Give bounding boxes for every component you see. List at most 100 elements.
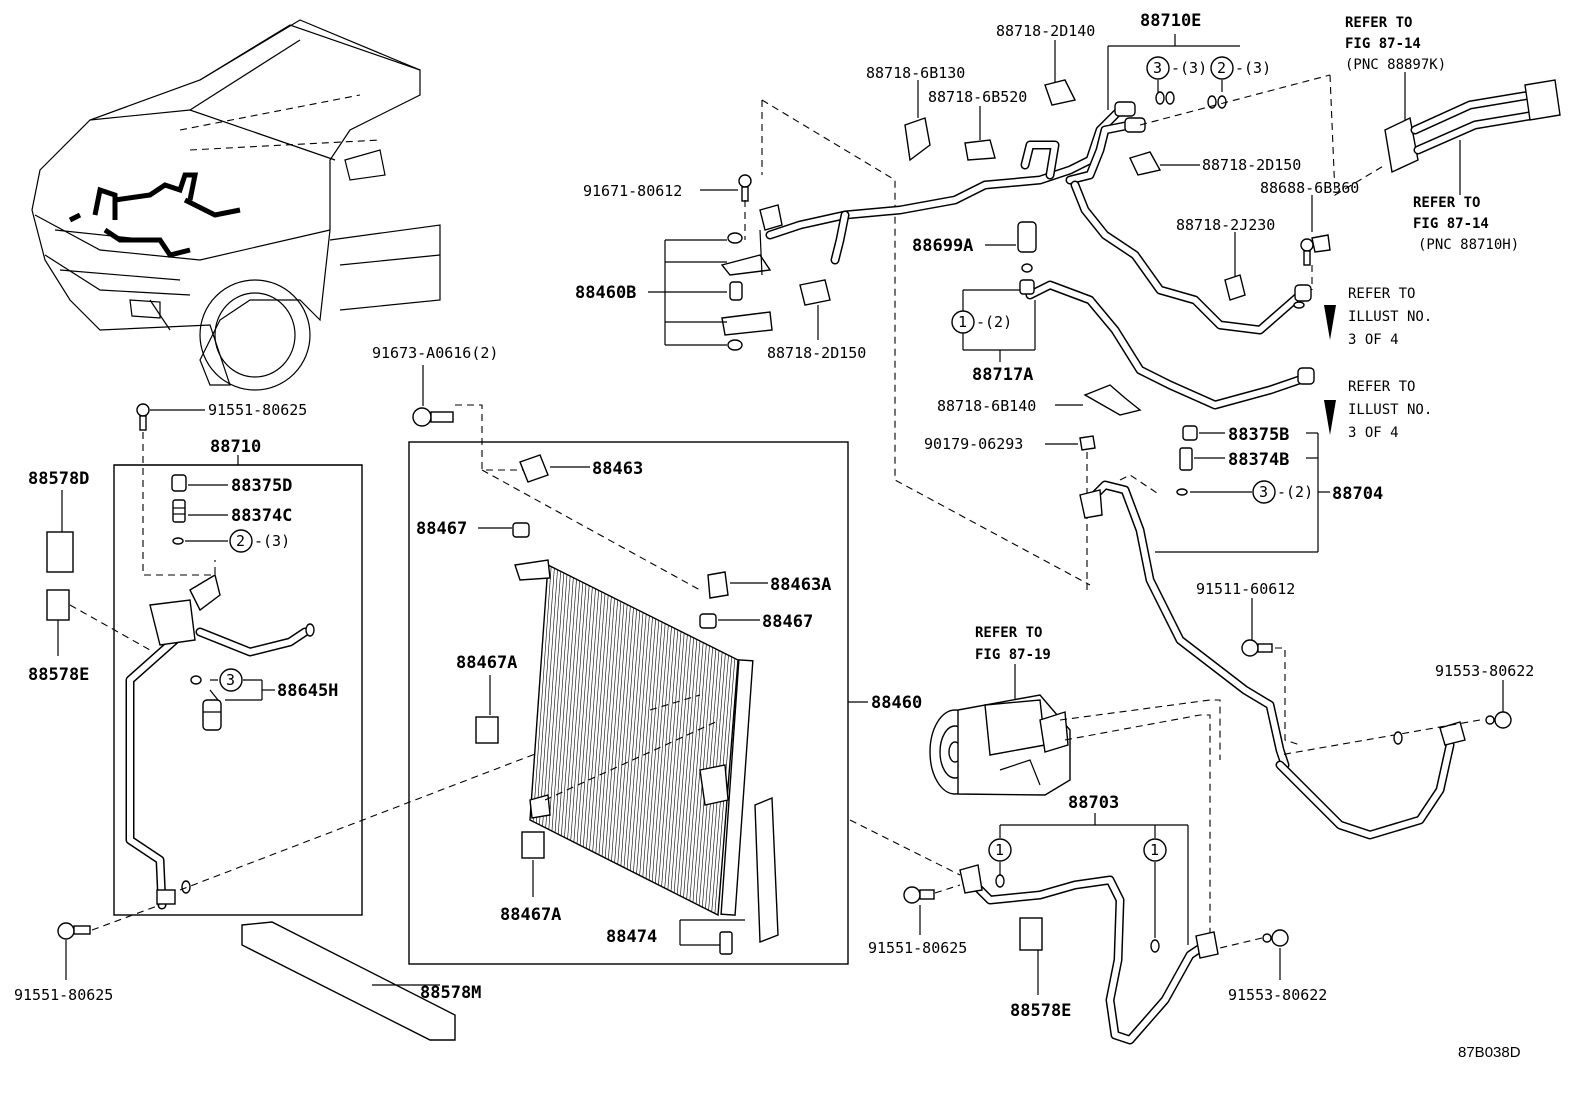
condenser-fin	[532, 566, 552, 822]
condenser-fin	[636, 618, 656, 874]
condenser-fin	[554, 577, 574, 833]
valve-cap-icon	[171, 474, 187, 492]
clamp-icon	[1224, 274, 1246, 301]
bolt-icon	[738, 174, 752, 202]
group-88460: 88460 91673-A0616(2) 88463 88467 88463A …	[372, 344, 922, 965]
callout-circle-2	[229, 529, 253, 553]
label-88463: 88463	[592, 459, 643, 479]
box-88460	[408, 441, 849, 965]
callout-3-qty: -(2)	[1277, 483, 1313, 501]
condenser-fin	[686, 644, 707, 900]
condenser-fin	[683, 642, 704, 898]
cushion-icon	[475, 716, 499, 744]
pad-icon	[46, 531, 74, 573]
callout-circle-3	[1252, 480, 1276, 504]
label-88717A: 88717A	[972, 365, 1033, 385]
condenser-fin	[614, 607, 634, 863]
condenser-fin	[564, 582, 584, 838]
condenser-fin	[604, 602, 625, 859]
bracket-icon	[707, 571, 729, 599]
label-88374C: 88374C	[231, 506, 292, 526]
condenser-fin	[570, 585, 590, 841]
refer-fig-87-14-b: REFER TO FIG 87-14 (PNC 88710H)	[1413, 195, 1519, 253]
callout-2-qty: -(3)	[254, 532, 290, 550]
label-88374B: 88374B	[1228, 450, 1289, 470]
refer-line-3: 3 OF 4	[1348, 332, 1399, 348]
callout-circle-1	[988, 838, 1012, 862]
condenser-fin	[617, 609, 637, 865]
label-88718-6B140: 88718-6B140	[937, 397, 1036, 415]
refer-line-2: FIG 87-19	[975, 647, 1051, 663]
condenser-fin	[586, 593, 606, 849]
side-seal-icon	[754, 796, 779, 944]
callout-1-qty: -(2)	[976, 313, 1012, 331]
label-88710: 88710	[210, 437, 261, 457]
pressure-switch-icon	[1017, 221, 1037, 253]
refer-line-2: FIG 87-14	[1413, 216, 1489, 232]
condenser-fin	[567, 583, 587, 840]
condenser-fin	[573, 587, 593, 843]
condenser-fin	[589, 595, 609, 851]
condenser-fin	[667, 634, 688, 890]
condenser-fin	[670, 636, 691, 892]
label-88463A: 88463A	[770, 575, 831, 595]
clamp-icon	[904, 117, 931, 162]
refer-line-2: FIG 87-14	[1345, 36, 1421, 52]
condenser-fin	[545, 572, 565, 828]
refer-line-1: REFER TO	[1348, 379, 1415, 395]
valve-core-icon	[1179, 447, 1193, 471]
condenser-fin	[623, 612, 644, 868]
refer-fig-87-14-a: REFER TO FIG 87-14 (PNC 88897K)	[1329, 15, 1446, 196]
condenser-fin	[529, 564, 549, 821]
label-88474: 88474	[606, 927, 657, 947]
group-88460B: 91671-80612 88460B 88718-2D150	[575, 174, 866, 362]
clamp-icon	[964, 139, 996, 161]
condenser-fin	[592, 596, 612, 852]
condenser-fin	[655, 628, 675, 884]
pipe-block-icon	[149, 599, 196, 646]
pipe-end-icon	[156, 889, 176, 905]
o-ring-icon	[1176, 488, 1188, 496]
arrow-down-icon	[1324, 305, 1336, 340]
refer-line-3: (PNC 88897K)	[1345, 57, 1446, 73]
label-91673-A0616: 91673-A0616(2)	[372, 344, 498, 362]
callout-circle-3	[219, 668, 243, 692]
refer-line-1: REFER TO	[975, 625, 1042, 641]
bolt-icon	[903, 886, 935, 904]
o-ring-icon	[172, 537, 184, 545]
label-88467A-bottom: 88467A	[500, 905, 561, 925]
clamp-icon	[799, 279, 831, 306]
bolt-icon	[1300, 238, 1314, 266]
nut-icon	[1262, 929, 1289, 947]
label-88375B: 88375B	[1228, 425, 1289, 445]
nut-icon	[1485, 711, 1512, 729]
condenser-fin	[629, 615, 650, 871]
callout-1-number: 1	[958, 313, 967, 331]
vehicle-illustration	[31, 19, 441, 391]
compressor-icon	[929, 694, 1071, 796]
refer-line-3: 3 OF 4	[1348, 425, 1399, 441]
callout-circle-1	[951, 310, 975, 334]
label-88467-top: 88467	[416, 519, 467, 539]
clamp-icon	[1083, 384, 1142, 416]
condenser-fin	[598, 599, 618, 855]
label-88578E-bottom: 88578E	[1010, 1001, 1071, 1021]
condenser-fin	[576, 588, 596, 844]
label-88688-6B360: 88688-6B360	[1260, 179, 1359, 197]
label-91551-80625-mid: 91551-80625	[868, 939, 967, 957]
label-88703: 88703	[1068, 793, 1119, 813]
label-88710E: 88710E	[1140, 11, 1201, 31]
callout-circle-3	[1146, 56, 1170, 80]
cushion-icon	[512, 522, 530, 538]
condenser-fin	[661, 631, 682, 887]
label-88578M: 88578M	[420, 983, 481, 1003]
condenser-fin	[645, 623, 666, 879]
condenser-fin	[680, 640, 701, 897]
label-91551-80625-top: 91551-80625	[208, 401, 307, 419]
label-88375D: 88375D	[231, 476, 292, 496]
refer-illust-b: REFER TO ILLUST NO. 3 OF 4	[1348, 379, 1432, 441]
condenser-fin	[620, 610, 641, 866]
condenser-fin	[676, 639, 698, 895]
callout-2-number: 2	[1217, 59, 1226, 77]
